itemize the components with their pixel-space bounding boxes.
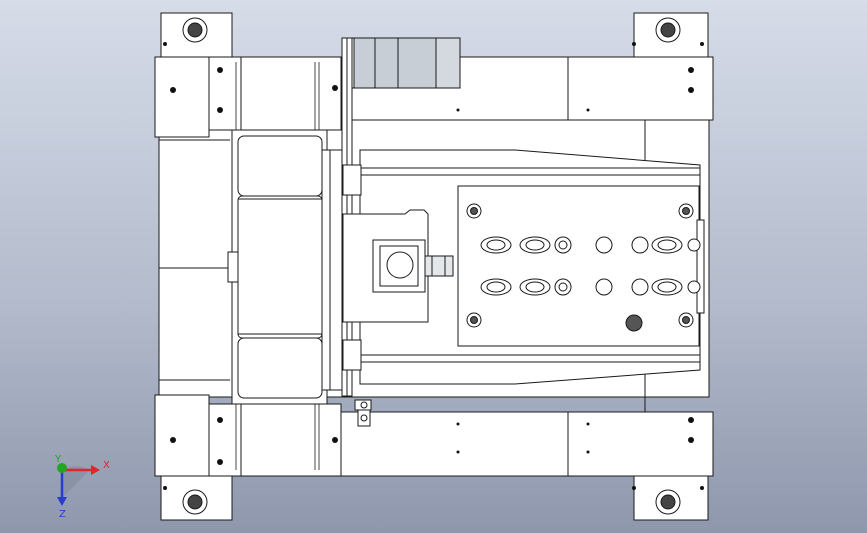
x-axis-label: X [103,460,110,471]
mold-insert-plate [457,185,700,347]
mounting-holes [163,42,704,490]
roller-middle [237,195,323,339]
nozzle-cluster [480,236,701,296]
x-axis-arrowhead [91,465,100,475]
y-axis-marker [57,463,67,473]
triad-shadow [62,466,90,498]
assembly-model [154,12,714,521]
motor-shaft [386,251,414,279]
z-axis-arrowhead [57,497,67,506]
axis-triad: X Y Z [54,454,110,520]
output-shaft [424,255,454,277]
y-axis-label: Y [54,454,62,465]
leveling-feet [182,17,681,515]
roller-lower [237,337,323,399]
z-axis-label: Z [59,509,66,520]
insert-screws [466,203,694,332]
roller-upper [237,135,323,197]
